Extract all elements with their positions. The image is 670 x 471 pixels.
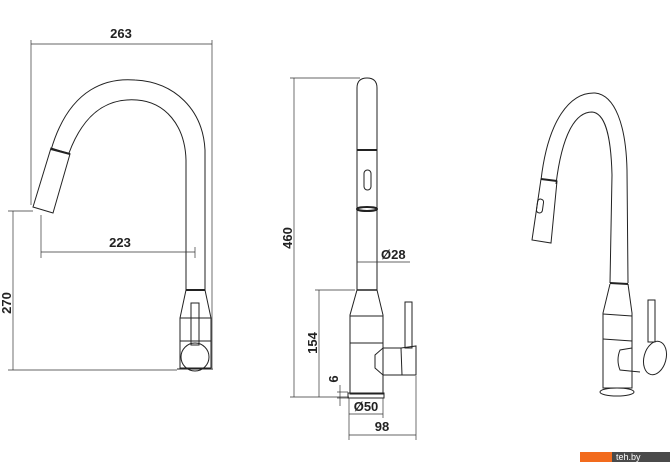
spout-inner — [68, 99, 187, 290]
side-lever-stick — [404, 301, 413, 349]
watermark-logo: teh.by — [580, 452, 670, 462]
spout-outer — [50, 79, 206, 290]
dim-total-height-label: 460 — [280, 227, 295, 249]
dim-height-label: 270 — [0, 292, 14, 314]
front-view: 263 223 270 — [0, 26, 213, 372]
dim-width-label: 263 — [110, 26, 132, 41]
perspective-lever-stick — [647, 299, 656, 343]
watermark-text: teh.by — [612, 452, 670, 462]
lever-stick — [190, 302, 200, 346]
dim-body-height-label: 154 — [305, 331, 320, 353]
base-plate — [347, 392, 385, 399]
spray-button-icon — [363, 169, 372, 191]
perspective-nozzle — [531, 178, 558, 244]
perspective-lever-knob — [642, 340, 668, 376]
dim-base-diameter-label: Ø50 — [354, 399, 379, 414]
spout — [356, 77, 378, 290]
dim-reach-label: 223 — [109, 235, 131, 250]
watermark-accent — [580, 452, 612, 462]
dim-spout-diameter-label: Ø28 — [381, 247, 406, 262]
side-view: 460 154 Ø28 6 Ø50 98 — [280, 77, 417, 440]
body — [179, 289, 212, 369]
perspective-view — [531, 92, 668, 397]
spray-head — [356, 206, 378, 212]
dim-depth-label: 98 — [375, 419, 389, 434]
dim-base-thickness-label: 6 — [326, 375, 341, 382]
side-body — [349, 289, 384, 395]
side-lever — [374, 345, 417, 376]
nozzle — [32, 147, 71, 214]
lever-knob — [180, 342, 210, 372]
